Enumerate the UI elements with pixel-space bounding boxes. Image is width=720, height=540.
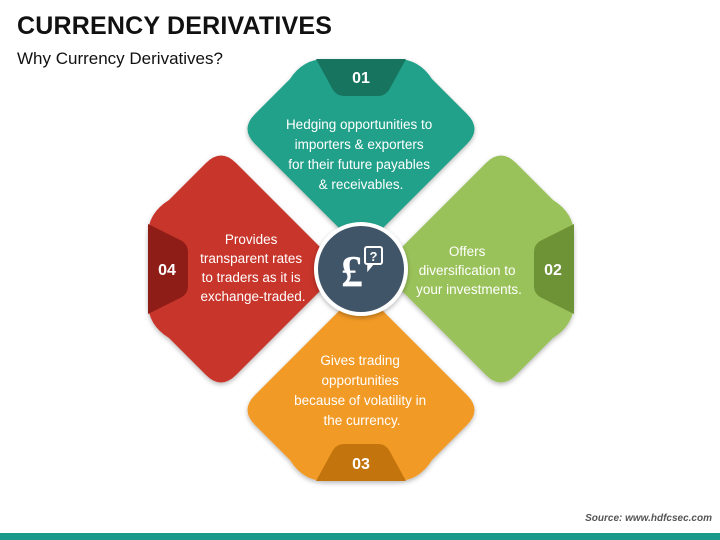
- petal-01-text-line: Hedging opportunities to: [286, 117, 432, 132]
- petal-02-number-tab: [534, 224, 574, 314]
- petal-04-text-line: to traders as it is: [202, 270, 301, 285]
- bottom-accent-bar: [0, 533, 720, 540]
- petal-04: 04 Provides transparent rates to traders…: [148, 155, 342, 383]
- petal-01-number: 01: [352, 70, 370, 87]
- pound-question-icon: £ ?: [314, 222, 408, 316]
- petal-04-shape: [148, 155, 342, 383]
- question-mark: ?: [370, 249, 378, 264]
- petal-02-shape: [380, 155, 574, 383]
- petal-01-number-tab: [316, 59, 406, 96]
- petal-02-text: Offers diversification to your investmen…: [416, 244, 522, 297]
- petal-03-shape: [247, 289, 475, 481]
- petal-02-text-line: your investments.: [416, 282, 522, 297]
- source-credit: Source: www.hdfcsec.com: [585, 513, 712, 524]
- petal-03-text-line: opportunities: [321, 373, 399, 388]
- petal-02-number: 02: [544, 262, 562, 279]
- petal-02: 02 Offers diversification to your invest…: [380, 155, 574, 383]
- petal-02-text-line: Offers: [449, 244, 486, 259]
- petal-01-shape: [247, 59, 475, 250]
- petal-03-number: 03: [352, 456, 370, 473]
- petal-04-text-line: Provides: [225, 232, 278, 247]
- petal-02-text-line: diversification to: [419, 263, 516, 278]
- pound-symbol: £: [341, 247, 363, 296]
- petal-03-text: Gives trading opportunities because of v…: [294, 353, 430, 428]
- petal-01-text-line: for their future payables: [288, 157, 430, 172]
- petal-03-number-tab: [316, 444, 406, 481]
- petal-03-text-line: Gives trading: [320, 353, 400, 368]
- petal-01: 01 Hedging opportunities to importers & …: [247, 59, 475, 250]
- question-badge: [364, 246, 383, 265]
- petal-03: 03 Gives trading opportunities because o…: [247, 289, 475, 481]
- center-circle: [314, 222, 408, 316]
- petal-04-text-line: transparent rates: [200, 251, 302, 266]
- page-subtitle: Why Currency Derivatives?: [17, 49, 223, 68]
- petal-04-text-line: exchange-traded.: [200, 289, 305, 304]
- petal-03-text-line: the currency.: [323, 413, 400, 428]
- petal-01-text-line: & receivables.: [319, 177, 404, 192]
- petal-01-text: Hedging opportunities to importers & exp…: [286, 117, 436, 192]
- petal-04-number-tab: [148, 224, 188, 314]
- question-badge-tail: [367, 263, 374, 273]
- page-title: CURRENCY DERIVATIVES: [17, 12, 333, 40]
- petal-04-text: Provides transparent rates to traders as…: [200, 232, 306, 304]
- petal-03-text-line: because of volatility in: [294, 393, 426, 408]
- petal-04-number: 04: [158, 262, 176, 279]
- petal-01-text-line: importers & exporters: [295, 137, 424, 152]
